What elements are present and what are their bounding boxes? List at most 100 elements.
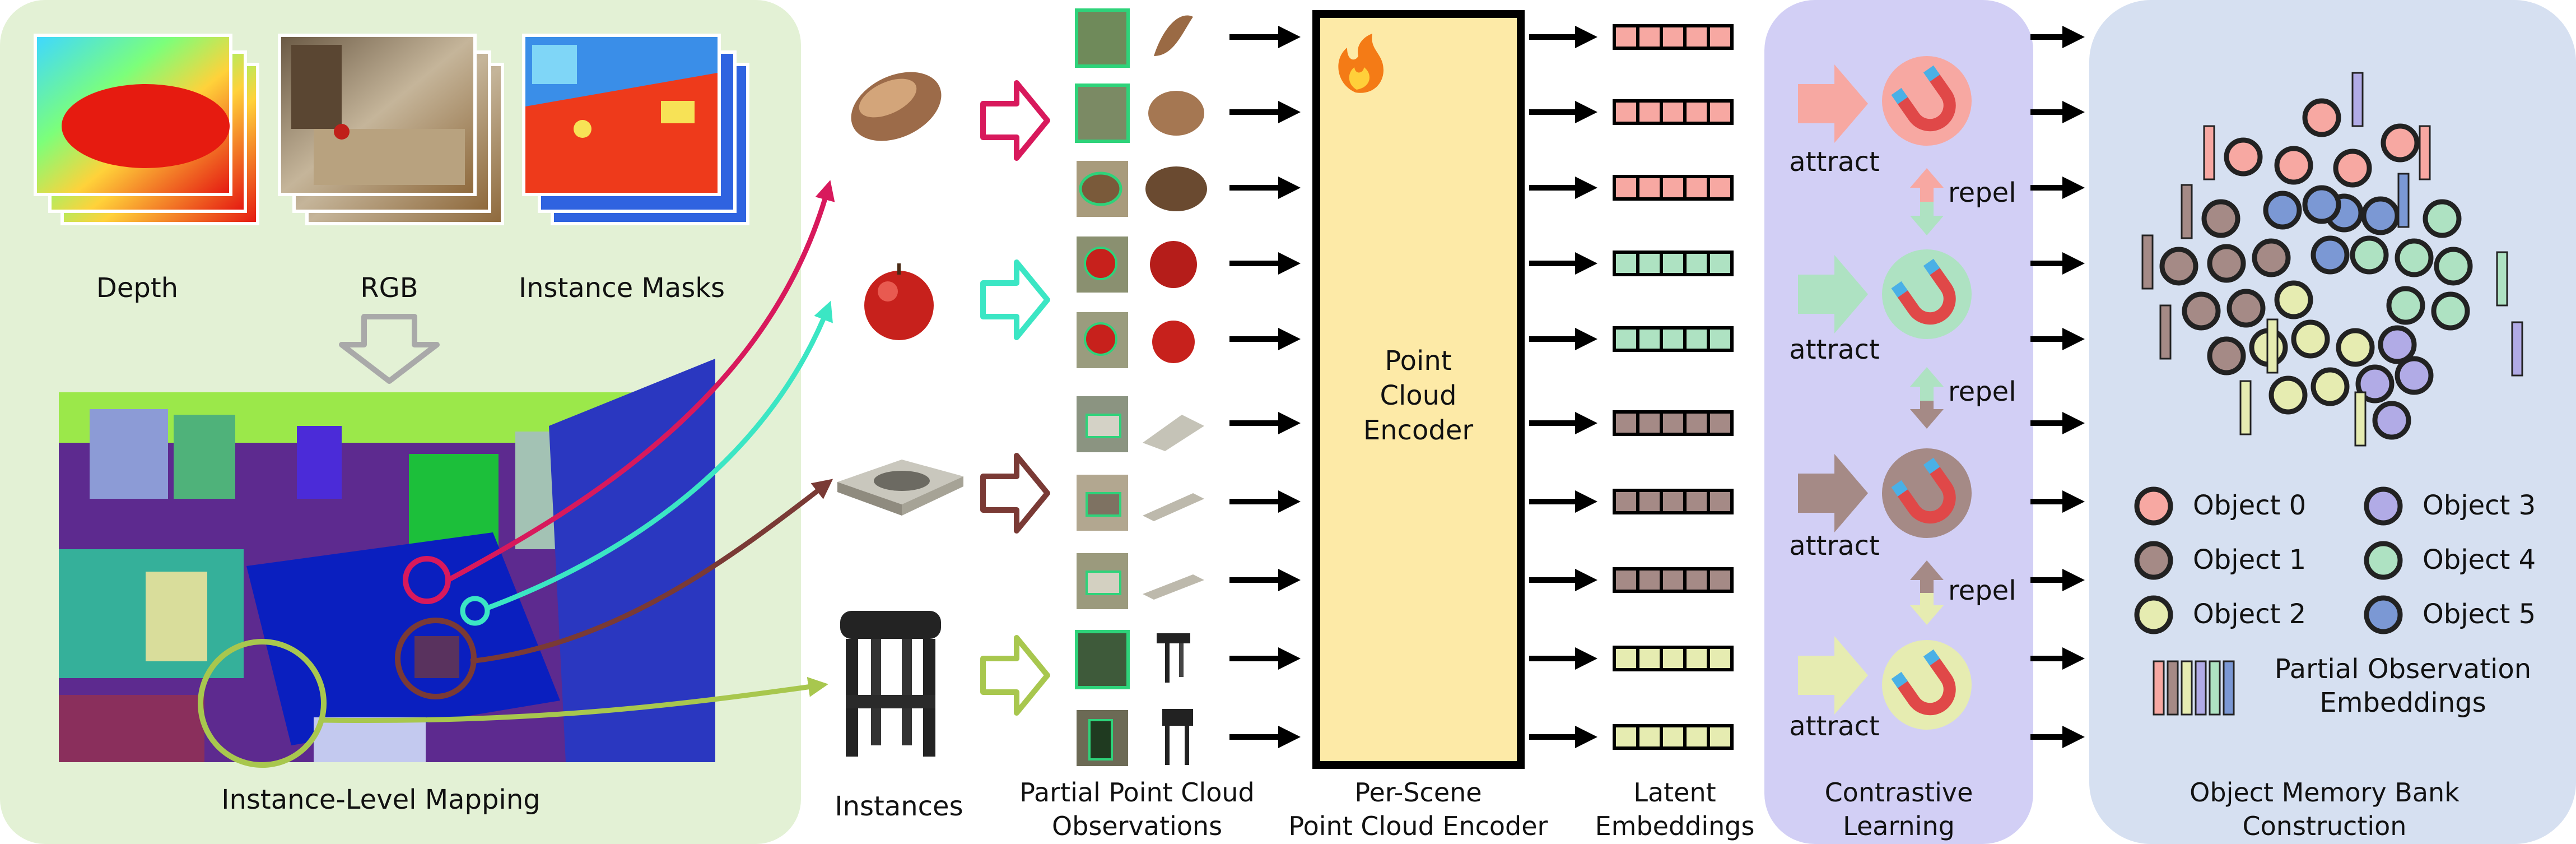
arrows-into-memory-bank [2030,26,2085,748]
instances-title: Instances [835,791,963,822]
memory-bank-title-line1: Object Memory Bank [2190,777,2459,808]
rgb-image-stack [278,34,504,225]
mapping-panel: Depth RGB Instance Masks Instan [0,0,801,844]
contrastive-title-line2: Learning [1843,811,1955,841]
instance-bread [851,72,942,141]
repel-label: repel [1948,376,2016,407]
fire-icon [1338,34,1384,93]
magnet-icon [1882,640,1972,730]
legend-label-object4: Object 4 [2423,544,2536,576]
observations-title-line1: Partial Point Cloud [1019,777,1254,808]
arrow-to-bread [446,180,835,582]
cluster-embedding-strips [2141,72,2523,447]
embedding-vector [1613,567,1734,593]
hollow-arrow-teal [980,259,1050,340]
instance-apple [864,263,934,340]
magnet-icon [1882,249,1972,339]
obs-row [1075,84,1204,143]
embedding-vector [1613,175,1734,201]
legend-dot-object0 [2134,486,2173,526]
embedding-vector [1613,251,1734,276]
arrow-to-apple [486,300,833,611]
hollow-arrow-brown [980,453,1050,534]
arrow-to-book [470,479,833,664]
legend-dot-object1 [2134,541,2173,580]
legend-dot-object3 [2364,486,2403,526]
mapping-title: Instance-Level Mapping [221,784,540,815]
attract-label: attract [1789,334,1879,365]
instance-level-map [59,359,715,762]
magnet-glyph [1891,649,1956,716]
contrastive-title-line1: Contrastive [1825,777,1973,808]
observations-title-line2: Observations [1052,811,1222,841]
attract-label: attract [1789,711,1879,742]
arrows-into-encoder [1229,26,1301,748]
rgb-label: RGB [360,272,418,304]
embedding-vector [1613,489,1734,514]
obs-row [1077,475,1204,531]
attract-label: attract [1789,146,1879,178]
embedding-vector [1613,99,1734,125]
hollow-arrow-green [980,635,1050,716]
obs-row [1077,236,1197,293]
encoder-box-line2: Cloud [1380,380,1456,411]
legend-label-object5: Object 5 [2423,599,2536,630]
partial-embeddings-icon [2153,660,2235,716]
attract-label: attract [1789,530,1879,562]
contrastive-panel-bg [1764,0,2033,844]
magnet-glyph [1891,65,1956,132]
obs-row [1077,161,1207,217]
embedding-cluster [2159,98,2473,440]
encoder-title-line2: Point Cloud Encoder [1289,811,1548,841]
depth-label: Depth [96,272,178,304]
instance-book [837,460,963,516]
partial-embeddings-label-line2: Embeddings [2319,687,2486,718]
obs-row [1077,709,1193,766]
encoder-box-line1: Point [1385,345,1451,377]
memory-bank-title-line2: Construction [2243,811,2407,841]
instance-circle-stool [198,639,327,768]
attract-arrow-icon [1798,255,1868,333]
embeddings-title-line2: Embeddings [1595,811,1755,841]
instance-masks-label: Instance Masks [519,272,725,304]
object-legend [2134,486,2403,634]
embedding-vector [1613,326,1734,352]
embedding-vector [1613,24,1734,50]
repel-label: repel [1948,575,2016,606]
down-arrow-icon [339,314,440,384]
contrastive-panel: attract repel attract repel at [1764,0,2033,844]
arrows-out-of-encoder [1529,26,1597,748]
attract-arrow-icon [1798,64,1868,143]
legend-label-object0: Object 0 [2193,490,2306,521]
encoder-box-line3: Encoder [1363,415,1474,446]
embedding-vector [1613,646,1734,671]
instance-circle-apple [460,596,490,626]
attract-arrow-icon [1798,454,1868,532]
repel-label: repel [1948,177,2016,208]
memory-bank-panel: Object 0 Object 1 Object 2 Object 3 Obje… [2089,0,2576,844]
instance-masks-stack [522,34,749,225]
hollow-arrow-red [980,80,1050,161]
legend-dot-object4 [2364,541,2403,580]
obs-row [1077,553,1204,609]
embeddings-title-line1: Latent [1633,777,1716,808]
obs-row [1075,8,1193,68]
repel-arrow-icon [1910,168,1944,235]
legend-label-object1: Object 1 [2193,544,2306,576]
point-cloud-encoder: Point Cloud Encoder Per-Scene Point Clou… [1289,10,1548,841]
attract-arrow-icon [1798,636,1868,715]
embedding-vector [1613,724,1734,750]
repel-arrow-icon [1910,560,1944,625]
instance-stool [840,611,941,757]
encoder-title-line1: Per-Scene [1354,777,1482,808]
legend-dot-object2 [2134,595,2173,634]
instances-column: Instances [835,72,963,822]
legend-label-object2: Object 2 [2193,599,2306,630]
encoder-box [1312,10,1525,769]
obs-row [1077,396,1204,452]
magnet-icon [1882,448,1972,538]
partial-embeddings-label-line1: Partial Observation [2275,653,2531,685]
legend-dot-object5 [2364,595,2403,634]
partial-observations: Partial Point Cloud Observations [1019,8,1255,841]
